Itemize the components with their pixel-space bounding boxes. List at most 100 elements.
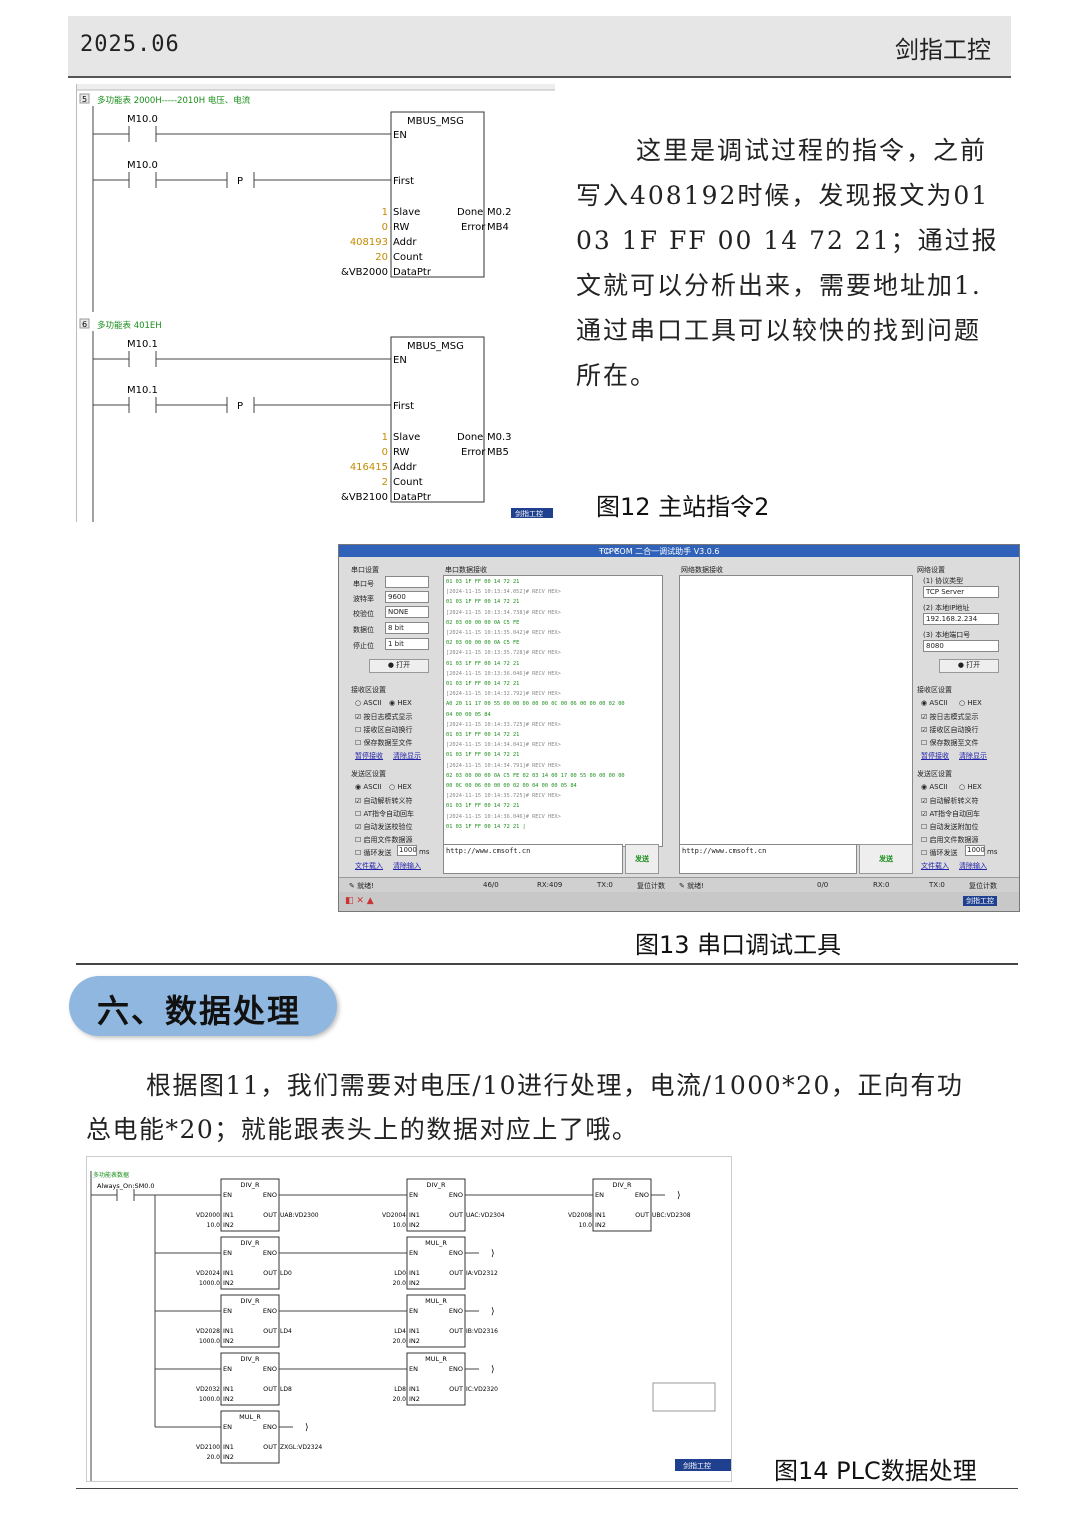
net-pause-link[interactable]: 暂停接收: [921, 752, 949, 760]
block-6-en: EN: [409, 1307, 418, 1315]
block-9-in2-val: 20.0: [207, 1454, 221, 1461]
baud-select[interactable]: 9600: [385, 591, 429, 603]
figure-12-caption: 图12 主站指令2: [596, 493, 770, 521]
intro-line-3: 03 1F FF 00 14 72 21；通过报: [576, 226, 999, 255]
block-7-in2-val: 1000.0: [199, 1396, 220, 1403]
net-rx: RX:0: [873, 881, 890, 889]
clear-display-link[interactable]: 清除显示: [393, 752, 421, 760]
title-bar: TCPCOM 二合一调试助手 V3.0.6 – ▫ ✕: [339, 545, 1019, 557]
serial-reset-button[interactable]: 复位计数: [637, 882, 665, 890]
net-send-hex-radio[interactable]: ○ HEX: [959, 783, 982, 791]
local-port-input[interactable]: 8080: [923, 640, 999, 652]
net-clear-link[interactable]: 清除显示: [959, 752, 987, 760]
net-log-mode-label: 按日志模式显示: [929, 713, 979, 721]
baud-label: 波特率: [353, 595, 374, 603]
block-4-in1-pin: IN1: [409, 1269, 420, 1277]
clear-input-link[interactable]: 清除输入: [393, 862, 421, 870]
net-at-cr-checkbox[interactable]: ☑ AT指令自动回车: [921, 810, 981, 818]
proto-select[interactable]: TCP Server: [923, 586, 999, 598]
send-ascii-radio[interactable]: ◉ ASCII: [355, 783, 382, 791]
recv-save-label: 保存数据至文件: [363, 739, 413, 747]
recv-save-checkbox[interactable]: ☐ 保存数据至文件: [355, 739, 413, 747]
net-reset-button[interactable]: 复位计数: [969, 882, 997, 890]
serial-send-input[interactable]: http://www.cmsoft.cn: [443, 844, 623, 874]
interval-input[interactable]: 1000: [397, 845, 417, 856]
net-recv-ascii-radio[interactable]: ◉ ASCII: [921, 699, 948, 707]
block-0-in2-pin: IN2: [223, 1221, 234, 1229]
loop-send-checkbox[interactable]: ☐ 循环发送: [355, 849, 392, 857]
recv-log-mode-checkbox[interactable]: ☑ 按日志模式显示: [355, 713, 413, 721]
net-send-button[interactable]: 发送: [859, 844, 913, 874]
databits-label: 数据位: [353, 626, 374, 634]
databits-select[interactable]: 8 bit: [385, 622, 429, 634]
block1-addr-pin: Addr: [393, 237, 417, 248]
block-5-in1-pin: IN1: [223, 1327, 234, 1335]
recv-ascii-radio[interactable]: ○ ASCII: [355, 699, 382, 707]
net-open-button[interactable]: ● 打开: [939, 659, 999, 673]
net-append-checkbox[interactable]: ☐ 自动发送附加位: [921, 823, 979, 831]
serial-open-button[interactable]: ● 打开: [369, 659, 429, 673]
port-label: 串口号: [353, 580, 374, 588]
net-at-cr-label: AT指令自动回车: [929, 810, 981, 818]
net-interval-input[interactable]: 1000: [965, 845, 985, 856]
stopbits-label: 停止位: [353, 642, 374, 650]
block-5-in1-val: VD2028: [196, 1328, 220, 1335]
serial-recv-log[interactable]: 01 03 1F FF 00 14 72 21 [2024-11-15 10:13…: [443, 575, 663, 847]
proto-value: TCP Server: [926, 588, 965, 596]
recv-wrap-checkbox[interactable]: ☐ 接收区自动换行: [355, 726, 413, 734]
net-save-checkbox[interactable]: ☐ 保存数据至文件: [921, 739, 979, 747]
net-wrap-checkbox[interactable]: ☑ 接收区自动换行: [921, 726, 979, 734]
log-line: [2024-11-15 10:14:33.725]# RECV HEX>: [446, 721, 561, 728]
file-source-label: 启用文件数据源: [363, 836, 413, 844]
log-line: 01 03 1F FF 00 14 72 21: [446, 803, 520, 810]
pause-recv-link[interactable]: 暂停接收: [355, 752, 383, 760]
block1-count-val: 20: [375, 252, 388, 263]
escape-checkbox[interactable]: ☑ 自动解析转义符: [355, 797, 413, 805]
net-recv-log[interactable]: [679, 575, 913, 845]
net-send-ascii-radio[interactable]: ◉ ASCII: [921, 783, 948, 791]
file-source-checkbox[interactable]: ☐ 启用文件数据源: [355, 836, 413, 844]
block-7-in1-pin: IN1: [223, 1385, 234, 1393]
net-send-input[interactable]: http://www.cmsoft.cn: [679, 844, 857, 874]
log-line: 02 03 00 00 00 0A C5 FE 02 03 14 00 17 0…: [446, 772, 625, 779]
net-clear-input-link[interactable]: 清除输入: [959, 862, 987, 870]
log-line: [2024-11-15 10:13:35.728]# RECV HEX>: [446, 650, 561, 657]
block-2-out-pin: OUT: [635, 1211, 649, 1219]
bottom-rule: [76, 1488, 1018, 1489]
at-cr-checkbox[interactable]: ☐ AT指令自动回车: [355, 810, 415, 818]
net-escape-checkbox[interactable]: ☑ 自动解析转义符: [921, 797, 979, 805]
serial-send-button[interactable]: 发送: [625, 844, 659, 874]
block-4-in1-val: LD0: [394, 1270, 406, 1277]
p-edge-label-2: P: [237, 401, 243, 412]
checksum-checkbox[interactable]: ☑ 自动发送校验位: [355, 823, 413, 831]
net-file-load-link[interactable]: 文件载入: [921, 862, 949, 870]
fig12-watermark: 剑指工控: [515, 509, 543, 518]
block-5: [220, 1294, 280, 1348]
parity-select[interactable]: NONE: [385, 606, 429, 618]
stopbits-select[interactable]: 1 bit: [385, 638, 429, 650]
end-arrow-icon-0: ⟩: [677, 1191, 681, 1201]
at-cr-label: AT指令自动回车: [363, 810, 415, 818]
block-3-title: DIV_R: [240, 1239, 260, 1247]
block-0-out-val: UAB:VD2300: [280, 1212, 319, 1219]
file-load-link[interactable]: 文件载入: [355, 862, 383, 870]
recv-hex-radio[interactable]: ◉ HEX: [389, 699, 412, 707]
net-recv-hex-radio[interactable]: ○ HEX: [959, 699, 982, 707]
port-select[interactable]: [385, 576, 429, 588]
block-8-out-val: IC:VD2320: [466, 1386, 498, 1393]
net-log-mode-checkbox[interactable]: ☑ 按日志模式显示: [921, 713, 979, 721]
block-9-out-pin: OUT: [263, 1443, 277, 1451]
serial-debug-tool-window: TCPCOM 二合一调试助手 V3.0.6 – ▫ ✕ 串口设置 串口号 波特率…: [338, 544, 1020, 912]
block-1-title: DIV_R: [426, 1181, 446, 1189]
block-0-eno: ENO: [263, 1191, 277, 1199]
net-tx: TX:0: [929, 881, 945, 889]
ip-select[interactable]: 192.168.2.234: [923, 613, 999, 625]
net-file-source-checkbox[interactable]: ☐ 启用文件数据源: [921, 836, 979, 844]
net-file-source-label: 启用文件数据源: [929, 836, 979, 844]
window-controls-icon[interactable]: – ▫ ✕: [599, 546, 621, 555]
block-7-out-val: LD8: [280, 1386, 292, 1393]
block-3-in2-pin: IN2: [223, 1279, 234, 1287]
net-loop-send-checkbox[interactable]: ☐ 循环发送: [921, 849, 958, 857]
send-hex-radio[interactable]: ○ HEX: [389, 783, 412, 791]
block-0-in1-pin: IN1: [223, 1211, 234, 1219]
